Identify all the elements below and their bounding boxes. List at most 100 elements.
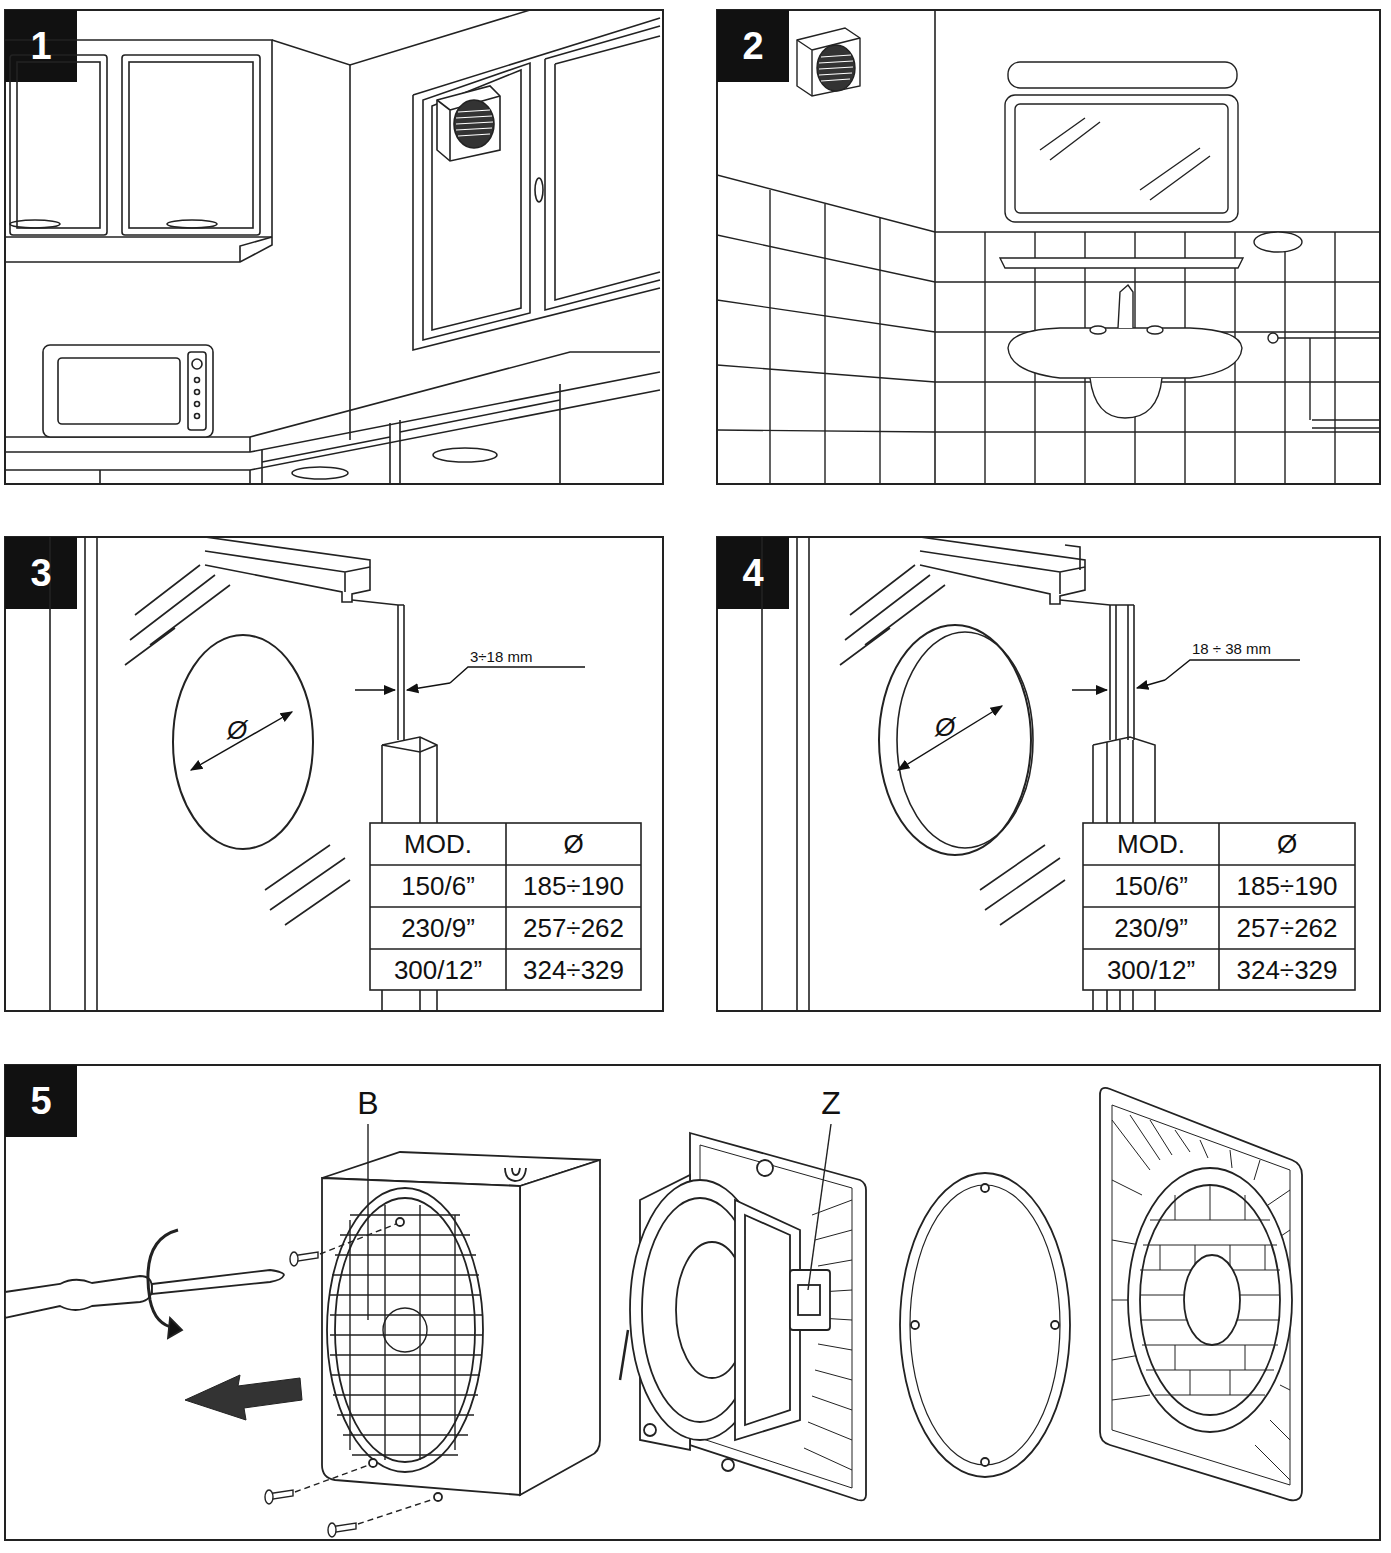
single-glazing-section [205, 551, 370, 592]
single-glazing-section [205, 537, 370, 602]
motor-unit [804, 1200, 852, 1470]
fan-housing [322, 1178, 520, 1495]
bathroom-scene [1005, 95, 1238, 222]
callout-number: 2 [717, 10, 789, 82]
dimension-arrow [898, 660, 1300, 770]
bathroom-scene [717, 10, 1380, 484]
double-glazing-section [879, 625, 1031, 855]
table-cell: Ø [1219, 823, 1355, 865]
sealing-ring [1051, 1321, 1059, 1329]
kitchen-scene [555, 36, 660, 300]
motor-unit [644, 1424, 656, 1436]
bathroom-scene [1090, 378, 1162, 418]
kitchen-scene [454, 100, 494, 148]
kitchen-scene [272, 10, 530, 65]
fan-housing [330, 1205, 482, 1460]
kitchen-scene [5, 40, 272, 262]
bathroom-scene [717, 175, 935, 432]
single-glazing-section [382, 745, 437, 752]
kitchen-scene [413, 18, 660, 95]
dimension-table [370, 823, 641, 990]
removal-arrow [185, 1375, 302, 1420]
table-cell: MOD. [1083, 823, 1219, 865]
number-box [717, 10, 789, 82]
screwdriver [152, 1270, 284, 1294]
callout-number: 1 [5, 10, 77, 82]
fan-housing [434, 1493, 442, 1501]
front-grille [1160, 1185, 1265, 1395]
bathroom-scene [935, 232, 1380, 432]
dimension-table [1083, 823, 1355, 990]
bathroom-scene [1118, 285, 1133, 328]
number-box [5, 10, 77, 82]
sealing-ring [911, 1321, 919, 1329]
table-cell: 150/6” [370, 865, 506, 907]
double-glazing-section [1060, 600, 1134, 605]
front-grille [1140, 1220, 1280, 1395]
kitchen-scene [545, 26, 660, 310]
kitchen-scene [349, 65, 351, 440]
kitchen-scene [535, 178, 543, 202]
bathroom-scene [797, 38, 860, 96]
dimension-table [370, 823, 641, 990]
panel-frame [5, 537, 663, 1011]
sealing-ring [900, 1173, 1070, 1477]
dimension-table [1083, 823, 1355, 990]
leader-line [368, 1124, 831, 1320]
bathroom-scene [817, 45, 855, 91]
panel-frame [5, 10, 1380, 1540]
diameter-symbol: Ø [930, 711, 960, 743]
panel-frame [717, 10, 1380, 484]
bathroom-scene [985, 232, 1335, 484]
kitchen-scene [58, 358, 180, 424]
leader-line [367, 1124, 368, 1320]
dimension-arrow [191, 712, 292, 770]
dimension-arrow [355, 689, 395, 690]
kitchen-scene [437, 86, 500, 161]
dimension-arrow [407, 683, 450, 690]
kitchen-scene [17, 62, 100, 228]
panel-frame [717, 537, 1380, 1011]
number-box [5, 1065, 77, 1137]
front-grille [1184, 1255, 1240, 1345]
table-cell: 324÷329 [1219, 949, 1355, 990]
table-cell: 185÷190 [506, 865, 641, 907]
kitchen-scene [167, 220, 217, 228]
bathroom-scene [1268, 333, 1278, 343]
double-glazing-section [762, 537, 809, 1011]
kitchen-scene [10, 55, 107, 235]
dimension-arrow [898, 706, 1002, 770]
table-cell: 324÷329 [506, 949, 641, 990]
bathroom-scene [770, 190, 880, 484]
dimension-arrow [191, 667, 585, 770]
kitchen-scene [122, 55, 260, 235]
screwdriver [5, 1276, 152, 1318]
table-cell: 230/9” [1083, 907, 1219, 949]
kitchen-scene [195, 390, 200, 395]
kitchen-scene [195, 402, 200, 407]
screw [265, 1490, 273, 1504]
fan-housing [396, 1218, 404, 1226]
kitchen-scene [292, 467, 348, 479]
panel-frame [5, 10, 663, 484]
kitchen-scene [10, 220, 60, 228]
motor-unit [620, 1330, 628, 1380]
fan-housing [350, 1205, 455, 1460]
table-cell: Ø [506, 823, 641, 865]
part-label: B [348, 1084, 388, 1122]
number-box [5, 537, 77, 609]
kitchen-scene [195, 378, 200, 383]
motor-unit [722, 1459, 734, 1471]
fan-housing [383, 1308, 427, 1352]
sealing-ring [900, 1173, 1070, 1477]
screw [290, 1252, 298, 1266]
table-cell: 300/12” [1083, 949, 1219, 990]
motor-unit [798, 1285, 820, 1315]
kitchen-scene [433, 448, 497, 462]
kitchen-scene [240, 237, 272, 262]
dimension-arrow [1072, 689, 1107, 690]
kitchen-scene [5, 10, 660, 484]
table-cell: 257÷262 [1219, 907, 1355, 949]
kitchen-scene [5, 236, 272, 238]
screw [328, 1523, 336, 1537]
